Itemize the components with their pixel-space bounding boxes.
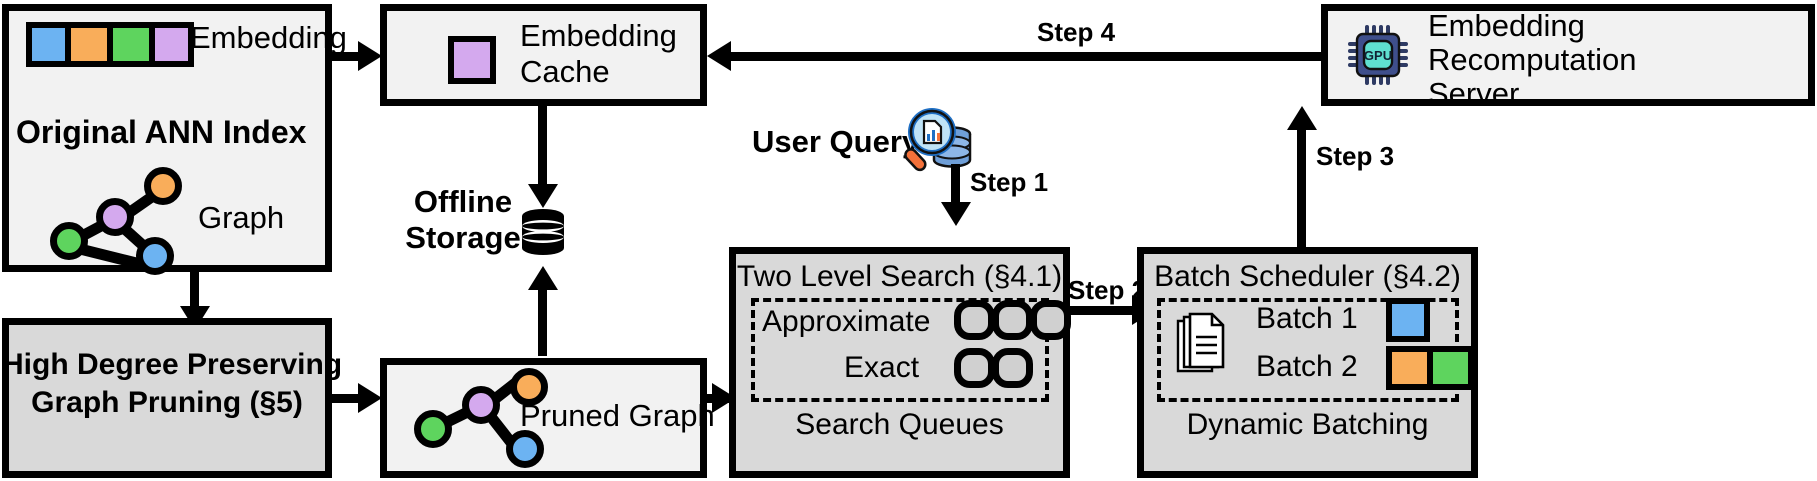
arrow-index-to-cache-head: [358, 41, 382, 71]
offline-storage-label-line1: Offline: [413, 184, 513, 219]
batch-2-swatches: [1386, 346, 1474, 390]
embedding-cache-box[interactable]: [380, 4, 707, 106]
batch-1-label: Batch 1: [1256, 302, 1358, 335]
approximate-queue-chip-3[interactable]: [1030, 300, 1071, 340]
arrow-cache-to-storage-head: [528, 184, 558, 208]
batch-1-swatches: [1386, 298, 1430, 342]
batch2-swatch-orange: [1386, 346, 1430, 390]
embedding-label: Embedding: [190, 20, 347, 55]
user-query-label: User Query: [752, 124, 920, 159]
graph-pruning-title-line2: Graph Pruning (§5): [31, 386, 303, 419]
purple-square-icon: [448, 36, 496, 84]
recomputation-server-box[interactable]: [1321, 4, 1815, 106]
magnifier-database-icon: [902, 104, 974, 176]
recomputation-server-line1: Embedding: [1428, 8, 1585, 43]
search-queues-footer: Search Queues: [795, 408, 1004, 441]
recomputation-server-line3: Server: [1428, 76, 1520, 111]
arrow-step4-shaft: [730, 52, 1321, 61]
graph-node-blue: [136, 237, 174, 275]
arrow-step1-shaft: [951, 164, 960, 206]
exact-queue-chip-1[interactable]: [954, 348, 995, 388]
embedding-color-strip: [26, 22, 194, 67]
pruned-graph-illustration: [406, 368, 556, 474]
arrow-pruned-to-storage-head: [528, 266, 558, 290]
approximate-queue-chip-1[interactable]: [954, 300, 995, 340]
embedding-swatch-purple: [152, 22, 194, 67]
pruned-node-blue: [506, 430, 544, 468]
arrow-pruning-to-pruned-head: [358, 383, 382, 413]
embedding-cache-label-line2: Cache: [520, 54, 610, 89]
original-ann-index-title: Original ANN Index: [16, 114, 307, 150]
recomputation-server-line2: Recomputation: [1428, 42, 1637, 77]
batch-2-label: Batch 2: [1256, 350, 1358, 383]
exact-label: Exact: [844, 351, 920, 384]
embedding-cache-label-line1: Embedding: [520, 18, 677, 53]
step2-label: Step 2: [1068, 275, 1147, 305]
batch-scheduler-title: Batch Scheduler (§4.2): [1154, 260, 1461, 293]
search-queues-panel: [751, 298, 1049, 402]
arrow-step2-shaft: [1070, 306, 1150, 315]
arrow-step3-shaft: [1297, 130, 1306, 248]
arrow-index-to-pruning-shaft: [190, 272, 199, 310]
arrow-step1-head: [941, 202, 971, 226]
pruned-node-orange: [510, 368, 548, 406]
approximate-label: Approximate: [762, 305, 931, 338]
pruned-node-green: [414, 410, 452, 448]
gpu-chip-icon: GPU: [1348, 25, 1408, 85]
step3-label: Step 3: [1316, 141, 1395, 171]
gpu-chip-text: GPU: [1364, 48, 1392, 63]
arrow-pruning-to-pruned-shaft: [332, 394, 362, 403]
arrow-cache-to-storage-shaft: [538, 106, 547, 188]
pruned-node-purple: [462, 386, 500, 424]
pruned-graph-label: Pruned Graph: [520, 398, 715, 433]
graph-node-purple: [96, 198, 134, 236]
arrow-step3-head: [1287, 106, 1317, 130]
database-cylinder-icon: [519, 208, 567, 256]
arrow-index-to-cache-shaft: [332, 52, 362, 61]
documents-stack-icon: [1175, 312, 1227, 374]
embedding-swatch-blue: [26, 22, 68, 67]
original-graph-illustration: [40, 165, 182, 275]
graph-node-green: [50, 222, 88, 260]
embedding-swatch-green: [110, 22, 152, 67]
graph-pruning-title-line1: High Degree Preserving: [2, 348, 343, 381]
graph-node-orange: [144, 167, 182, 205]
step1-label: Step 1: [970, 167, 1049, 197]
approximate-queue-chip-2[interactable]: [992, 300, 1033, 340]
exact-queue-chip-2[interactable]: [992, 348, 1033, 388]
two-level-search-title: Two Level Search (§4.1): [736, 260, 1063, 293]
arrow-pruned-to-storage-shaft: [538, 290, 547, 356]
step4-label: Step 4: [1037, 17, 1116, 47]
original-graph-label: Graph: [198, 200, 285, 235]
offline-storage-label-line2: Storage: [405, 220, 521, 255]
batch2-swatch-green: [1430, 346, 1474, 390]
graph-pruning-box[interactable]: [2, 318, 332, 478]
batch1-swatch-blue: [1386, 298, 1430, 342]
dynamic-batching-footer: Dynamic Batching: [1186, 408, 1429, 441]
embedding-swatch-orange: [68, 22, 110, 67]
arrow-step4-head: [707, 41, 731, 71]
